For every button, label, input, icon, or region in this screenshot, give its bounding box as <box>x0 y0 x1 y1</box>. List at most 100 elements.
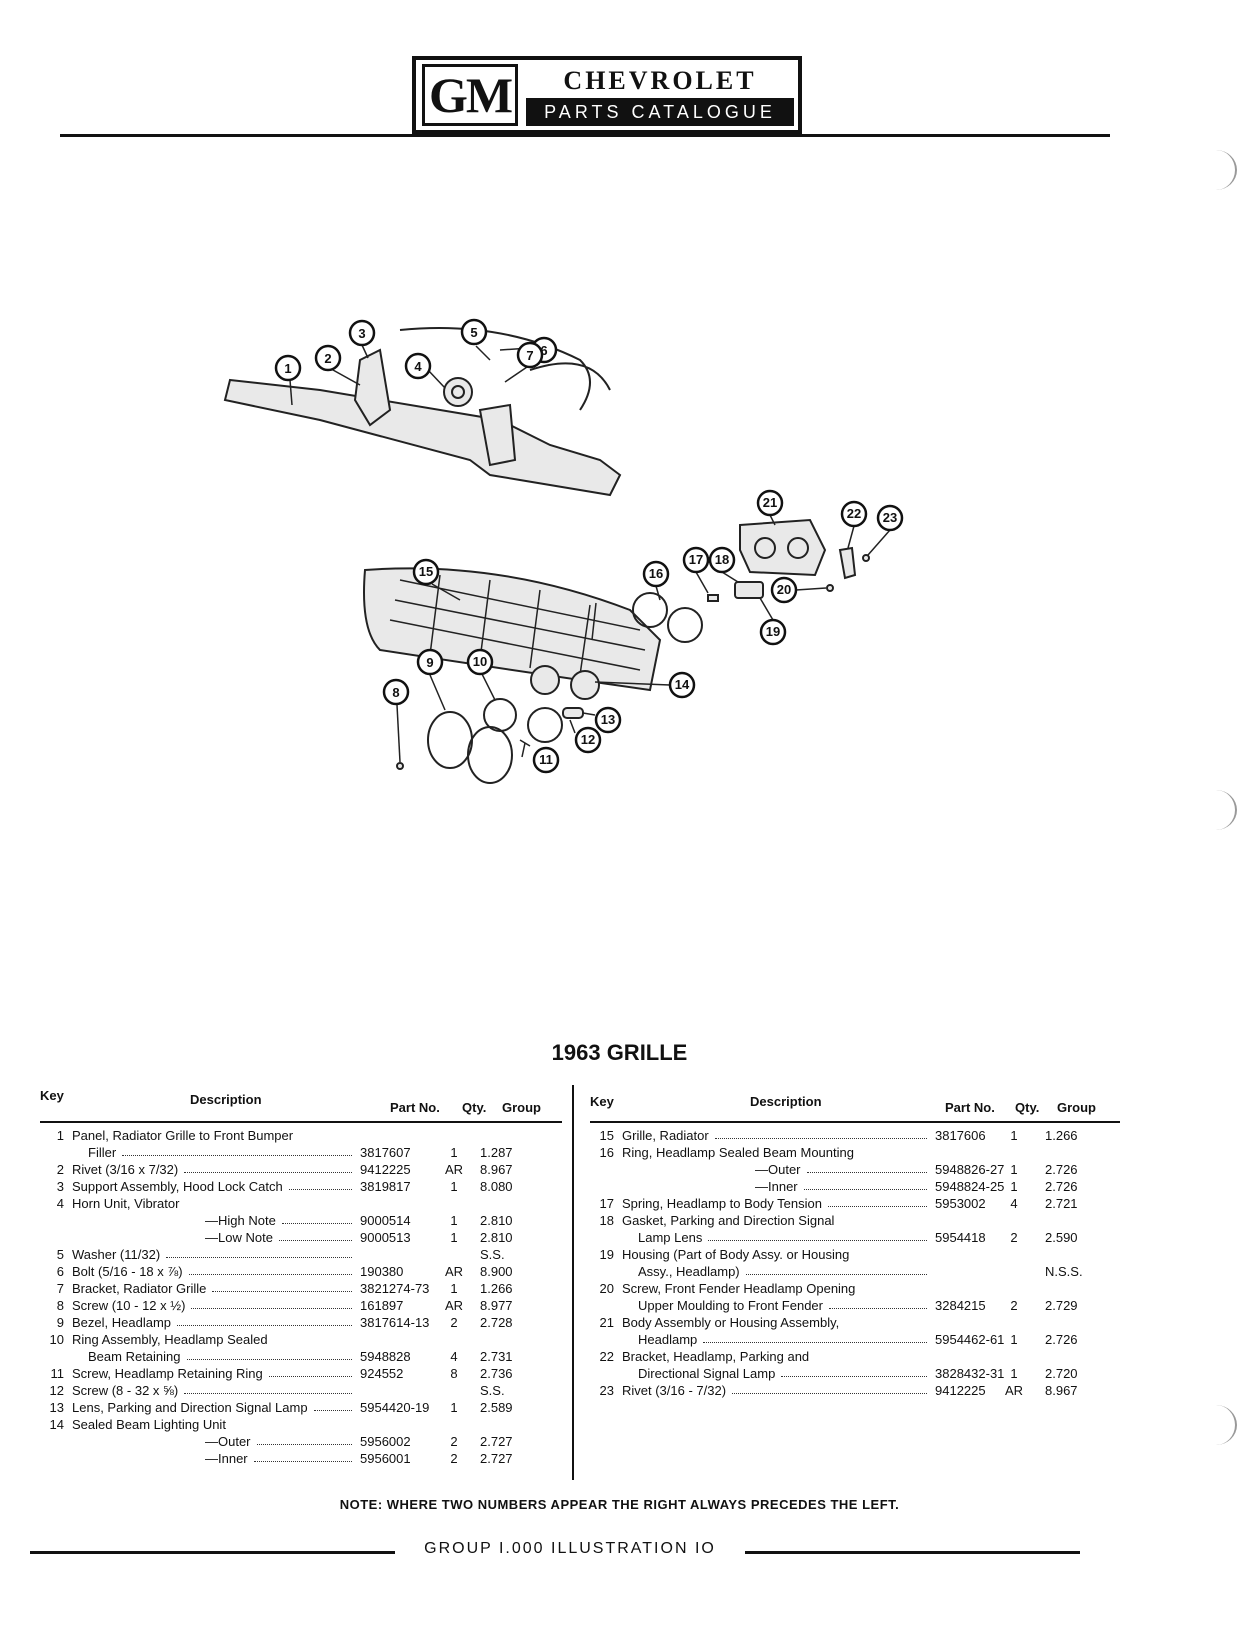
row-part-no: 9412225 <box>935 1383 986 1398</box>
leader-dots <box>781 1365 927 1377</box>
row-description: Rivet (3/16 x 7/32) <box>72 1162 179 1177</box>
row-description: Screw (8 - 32 x ⅝) <box>72 1383 179 1398</box>
row-part-no: 3817614-13 <box>360 1315 430 1330</box>
callout-23: 23 <box>876 504 904 532</box>
row-key: 17 <box>599 1196 614 1211</box>
leader-dots <box>177 1314 352 1326</box>
row-part-no: 3828432-31 <box>935 1366 1005 1381</box>
row-group: 8.080 <box>480 1179 513 1194</box>
catalogue-subtitle: PARTS CATALOGUE <box>526 98 794 126</box>
sealed-beam-inner <box>530 665 560 695</box>
callout-15: 15 <box>412 558 440 586</box>
row-group: 2.736 <box>480 1366 513 1381</box>
row-part-no: 9000514 <box>360 1213 411 1228</box>
callout-14: 14 <box>668 671 696 699</box>
svg-text:16: 16 <box>649 566 663 581</box>
row-description: Bracket, Headlamp, Parking and <box>622 1349 810 1364</box>
svg-text:20: 20 <box>777 582 791 597</box>
row-key: 10 <box>49 1332 64 1347</box>
svg-text:2: 2 <box>324 351 331 366</box>
callout-19: 19 <box>759 618 787 646</box>
row-description: Gasket, Parking and Direction Signal <box>622 1213 835 1228</box>
col-part-no: Part No. <box>945 1100 995 1115</box>
row-part-no: 5956001 <box>360 1451 411 1466</box>
row-group: 2.590 <box>1045 1230 1078 1245</box>
row-description: Screw (10 - 12 x ½) <box>72 1298 186 1313</box>
callout-4: 4 <box>404 352 432 380</box>
callout-17: 17 <box>682 546 710 574</box>
leader-dots <box>732 1382 927 1394</box>
row-part-no: 3817607 <box>360 1145 411 1160</box>
row-description: Bezel, Headlamp <box>72 1315 171 1330</box>
gm-logo-mark: GM <box>422 64 518 126</box>
row-part-no: 924552 <box>360 1366 404 1381</box>
table-row: Assy., Headlamp)N.S.S. <box>590 1263 1120 1280</box>
svg-text:8: 8 <box>392 685 399 700</box>
row-group: 2.728 <box>480 1315 513 1330</box>
row-description: Body Assembly or Housing Assembly, <box>622 1315 840 1330</box>
row-description: Assy., Headlamp) <box>638 1264 740 1279</box>
row-qty: 2 <box>450 1315 458 1330</box>
row-description: Lamp Lens <box>638 1230 703 1245</box>
row-group: 2.720 <box>1045 1366 1078 1381</box>
callout-16: 16 <box>642 560 670 588</box>
binder-hole-bottom <box>1195 1405 1237 1445</box>
row-description: Beam Retaining <box>88 1349 181 1364</box>
leader-dots <box>746 1263 927 1275</box>
binder-hole-top <box>1195 150 1237 190</box>
mounting-ring-inner <box>667 607 703 643</box>
leader-dots <box>829 1297 927 1309</box>
row-description: Sealed Beam Lighting Unit <box>72 1417 226 1432</box>
section-title: 1963 GRILLE <box>551 1040 688 1065</box>
callout-10: 10 <box>466 648 494 676</box>
leader-dots <box>807 1161 927 1173</box>
row-group: 2.810 <box>480 1230 513 1245</box>
footer-rule-left <box>30 1551 395 1554</box>
row-part-no: 3821274-73 <box>360 1281 430 1296</box>
leader-dots <box>187 1348 352 1360</box>
leader-dots <box>703 1331 927 1343</box>
row-qty: AR <box>444 1264 464 1279</box>
row-part-no: 9000513 <box>360 1230 411 1245</box>
svg-text:6: 6 <box>540 343 547 358</box>
leader-dots <box>191 1297 352 1309</box>
row-qty: 1 <box>450 1179 458 1194</box>
leader-lines <box>289 344 891 763</box>
svg-text:9: 9 <box>426 655 433 670</box>
horn-shape <box>443 377 473 407</box>
table-header-left: Key Description Part No. Qty. Group <box>40 1085 562 1123</box>
row-key: 6 <box>56 1264 64 1279</box>
row-qty: 1 <box>450 1281 458 1296</box>
grille-mesh <box>389 574 646 676</box>
col-description: Description <box>750 1094 822 1109</box>
fender-outline <box>399 327 611 411</box>
row-key: 22 <box>599 1349 614 1364</box>
row-qty: 1 <box>450 1400 458 1415</box>
row-part-no: 5954420-19 <box>360 1400 430 1415</box>
row-group: 8.900 <box>480 1264 513 1279</box>
precedence-note: NOTE: WHERE TWO NUMBERS APPEAR THE RIGHT… <box>339 1497 900 1512</box>
svg-text:1: 1 <box>284 361 291 376</box>
callout-22: 22 <box>840 500 868 528</box>
leader-dots <box>715 1127 927 1139</box>
row-part-no: 5953002 <box>935 1196 986 1211</box>
row-part-no: 161897 <box>360 1298 404 1313</box>
retaining-ring-1 <box>483 698 517 732</box>
row-qty: 4 <box>450 1349 458 1364</box>
